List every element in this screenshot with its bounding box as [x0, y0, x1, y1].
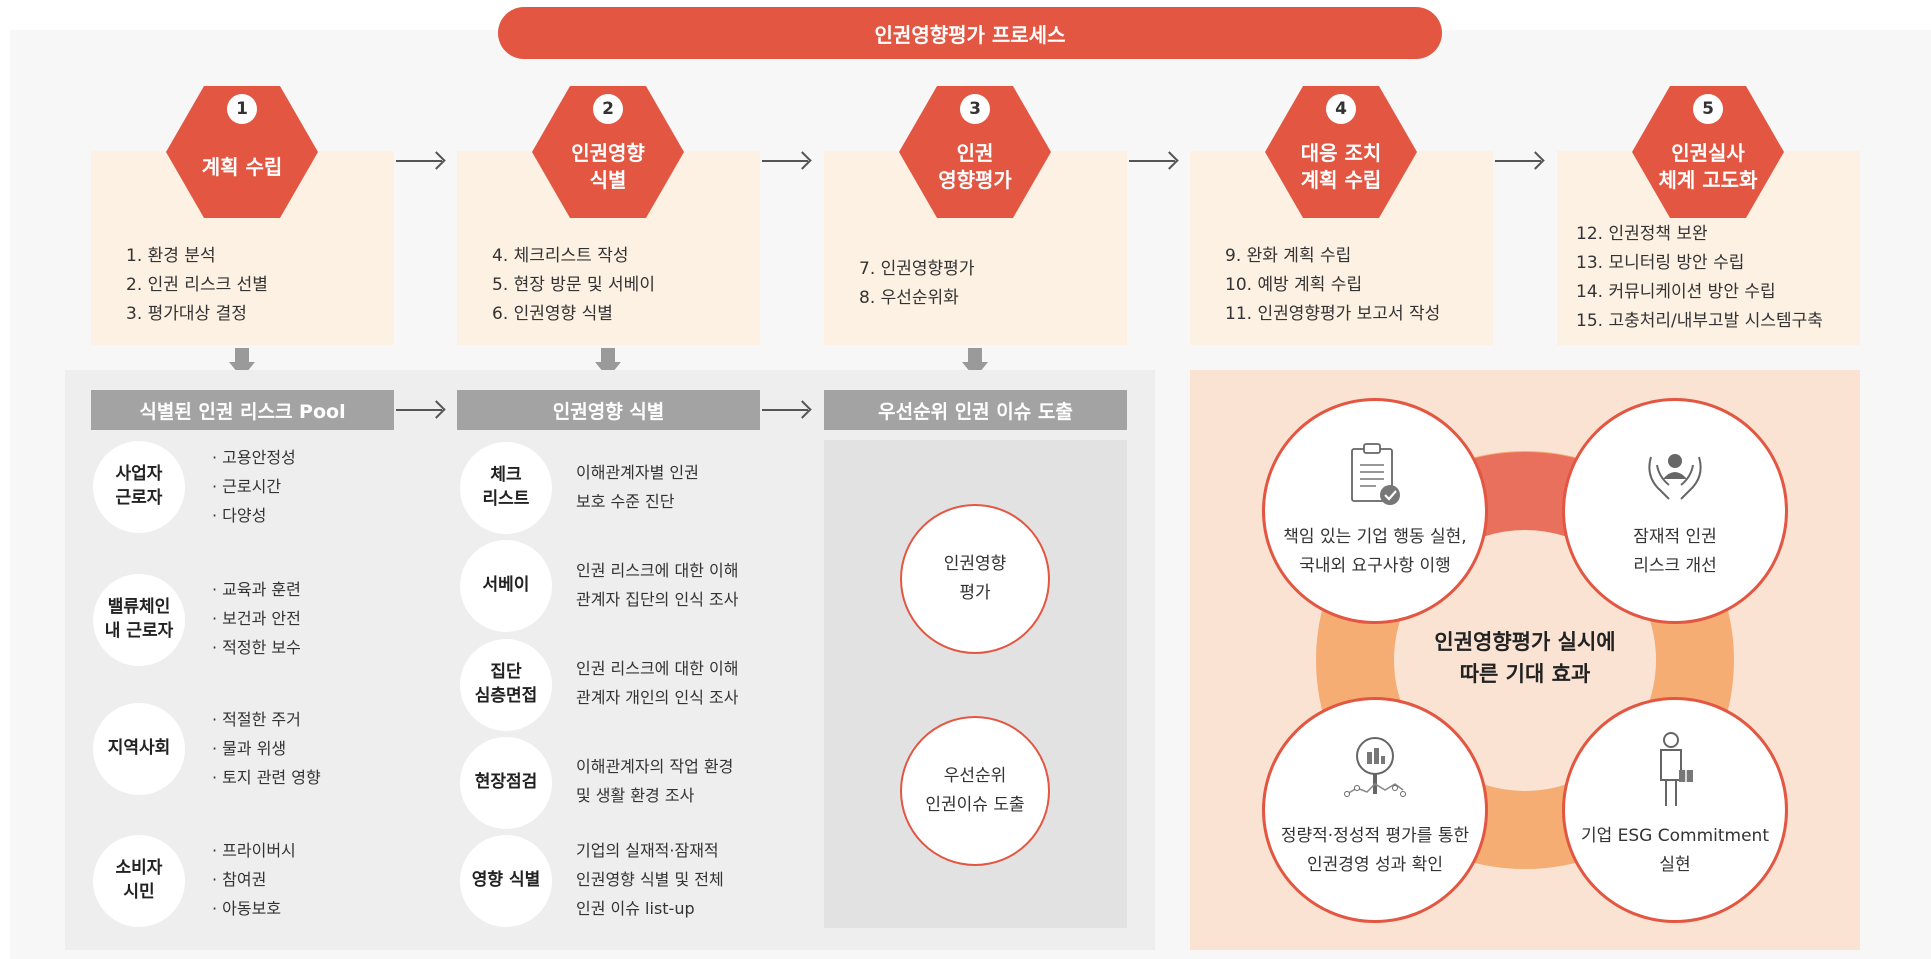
method-label: 영향 식별 [460, 835, 552, 927]
step-item: 12. 인권정책 보완 [1576, 224, 1708, 244]
pool-group-label: 지역사회 [93, 703, 185, 795]
pool-header: 식별된 인권 리스크 Pool [91, 390, 394, 430]
pool-bullet: · 교육과 훈련 [212, 580, 301, 599]
step-5-hexagon: 5 인권실사 체계 고도화 [1632, 86, 1784, 218]
priority-circle: 인권영향 평가 [900, 504, 1050, 654]
step-item: 11. 인권영향평가 보고서 작성 [1225, 304, 1441, 324]
clipboard-check-icon [1351, 443, 1400, 505]
person-gift-icon [1660, 732, 1693, 806]
step-item: 1. 환경 분석 [126, 246, 216, 266]
step-item: 14. 커뮤니케이션 방안 수립 [1576, 282, 1776, 302]
pool-group-label: 사업자 근로자 [93, 441, 185, 533]
pool-bullet: · 고용안정성 [212, 448, 296, 467]
identification-header: 인권영향 식별 [457, 390, 760, 430]
effect-text: 기업 ESG Commitment 실현 [1580, 826, 1770, 875]
pool-bullet: · 근로시간 [212, 477, 282, 496]
pool-bullet: · 적절한 주거 [212, 710, 301, 729]
pool-bullet: · 참여권 [212, 870, 267, 889]
arrow-right-icon [1129, 160, 1175, 162]
step-item: 3. 평가대상 결정 [126, 304, 247, 324]
arrow-right-icon [762, 409, 808, 411]
step-number: 1 [227, 94, 257, 124]
step-item: 10. 예방 계획 수립 [1225, 275, 1363, 295]
effect-text: 정량적·정성적 평가를 통한 인권경영 성과 확인 [1280, 826, 1470, 875]
pool-group-bullets: · 적절한 주거 · 물과 위생 · 토지 관련 영향 [212, 705, 321, 792]
effects-center-title: 인권영향평가 실시에 따른 기대 효과 [1434, 630, 1616, 686]
pool-bullet: · 보건과 안전 [212, 609, 301, 628]
method-label: 서베이 [460, 540, 552, 632]
priority-header: 우선순위 인권 이슈 도출 [824, 390, 1127, 430]
step-1-items: 1. 환경 분석 2. 인권 리스크 선별 3. 평가대상 결정 [126, 242, 268, 329]
pool-group-bullets: · 프라이버시 · 참여권 · 아동보호 [212, 836, 296, 923]
step-item: 2. 인권 리스크 선별 [126, 275, 268, 295]
arrow-right-icon [762, 160, 808, 162]
step-item: 5. 현장 방문 및 서베이 [492, 275, 655, 295]
step-number: 3 [960, 94, 990, 124]
method-label: 체크 리스트 [460, 442, 552, 534]
method-description: 기업의 실재적·잠재적 인권영향 식별 및 전체 인권 이슈 list-up [576, 841, 724, 918]
step-4-items: 9. 완화 계획 수립 10. 예방 계획 수립 11. 인권영향평가 보고서 … [1225, 242, 1440, 329]
step-number: 2 [593, 94, 623, 124]
effect-circle: 책임 있는 기업 행동 실현, 국내외 요구사항 이행 [1262, 398, 1488, 624]
arrow-right-icon [396, 160, 442, 162]
pool-bullet: · 물과 위생 [212, 739, 287, 758]
page-title: 인권영향평가 프로세스 [498, 7, 1442, 59]
step-item: 4. 체크리스트 작성 [492, 246, 629, 266]
effect-text: 책임 있는 기업 행동 실현, 국내외 요구사항 이행 [1283, 527, 1467, 576]
method-description: 인권 리스크에 대한 이해 관계자 집단의 인식 조사 [576, 561, 739, 609]
step-item: 7. 인권영향평가 [859, 259, 975, 279]
method-label: 집단 심층면접 [460, 639, 552, 731]
pool-bullet: · 적정한 보수 [212, 638, 301, 657]
step-label: 인권영향 식별 [571, 141, 645, 192]
pool-group-bullets: · 고용안정성 · 근로시간 · 다양성 [212, 443, 296, 530]
pool-bullet: · 프라이버시 [212, 841, 296, 860]
pool-bullet: · 다양성 [212, 506, 267, 525]
magnifier-chart-icon [1344, 737, 1406, 797]
step-label: 대응 조치 계획 수립 [1300, 141, 1382, 192]
step-label: 인권 영향평가 [938, 141, 1012, 192]
method-description: 이해관계자의 작업 환경 및 생활 환경 조사 [576, 757, 734, 805]
pool-group-label: 소비자 시민 [93, 835, 185, 927]
arrow-right-icon [1495, 160, 1541, 162]
method-label: 현장점검 [460, 737, 552, 829]
hands-person-icon [1648, 454, 1702, 500]
effect-circle: 정량적·정성적 평가를 통한 인권경영 성과 확인 [1262, 697, 1488, 923]
step-3-items: 7. 인권영향평가 8. 우선순위화 [859, 255, 974, 313]
step-item: 8. 우선순위화 [859, 288, 959, 308]
effect-text: 잠재적 인권 리스크 개선 [1633, 527, 1717, 576]
step-4-hexagon: 4 대응 조치 계획 수립 [1265, 86, 1417, 218]
step-item: 9. 완화 계획 수립 [1225, 246, 1352, 266]
step-number: 4 [1326, 94, 1356, 124]
effect-circle: 기업 ESG Commitment 실현 [1562, 697, 1788, 923]
pool-group-bullets: · 교육과 훈련 · 보건과 안전 · 적정한 보수 [212, 575, 301, 662]
effect-circle: 잠재적 인권 리스크 개선 [1562, 398, 1788, 624]
method-description: 이해관계자별 인권 보호 수준 진단 [576, 463, 699, 511]
step-item: 15. 고충처리/내부고발 시스템구축 [1576, 311, 1823, 331]
step-label: 계획 수립 [201, 154, 283, 179]
step-number: 5 [1693, 94, 1723, 124]
method-description: 인권 리스크에 대한 이해 관계자 개인의 인식 조사 [576, 659, 739, 707]
step-label: 인권실사 체계 고도화 [1658, 141, 1758, 192]
pool-bullet: · 아동보호 [212, 899, 282, 918]
pool-bullet: · 토지 관련 영향 [212, 768, 321, 787]
priority-circle: 우선순위 인권이슈 도출 [900, 716, 1050, 866]
step-item: 6. 인권영향 식별 [492, 304, 613, 324]
arrow-right-icon [396, 409, 442, 411]
pool-group-label: 밸류체인 내 근로자 [93, 574, 185, 666]
step-item: 13. 모니터링 방안 수립 [1576, 253, 1745, 273]
step-2-items: 4. 체크리스트 작성 5. 현장 방문 및 서베이 6. 인권영향 식별 [492, 242, 655, 329]
step-5-items: 12. 인권정책 보완 13. 모니터링 방안 수립 14. 커뮤니케이션 방안… [1576, 220, 1823, 336]
